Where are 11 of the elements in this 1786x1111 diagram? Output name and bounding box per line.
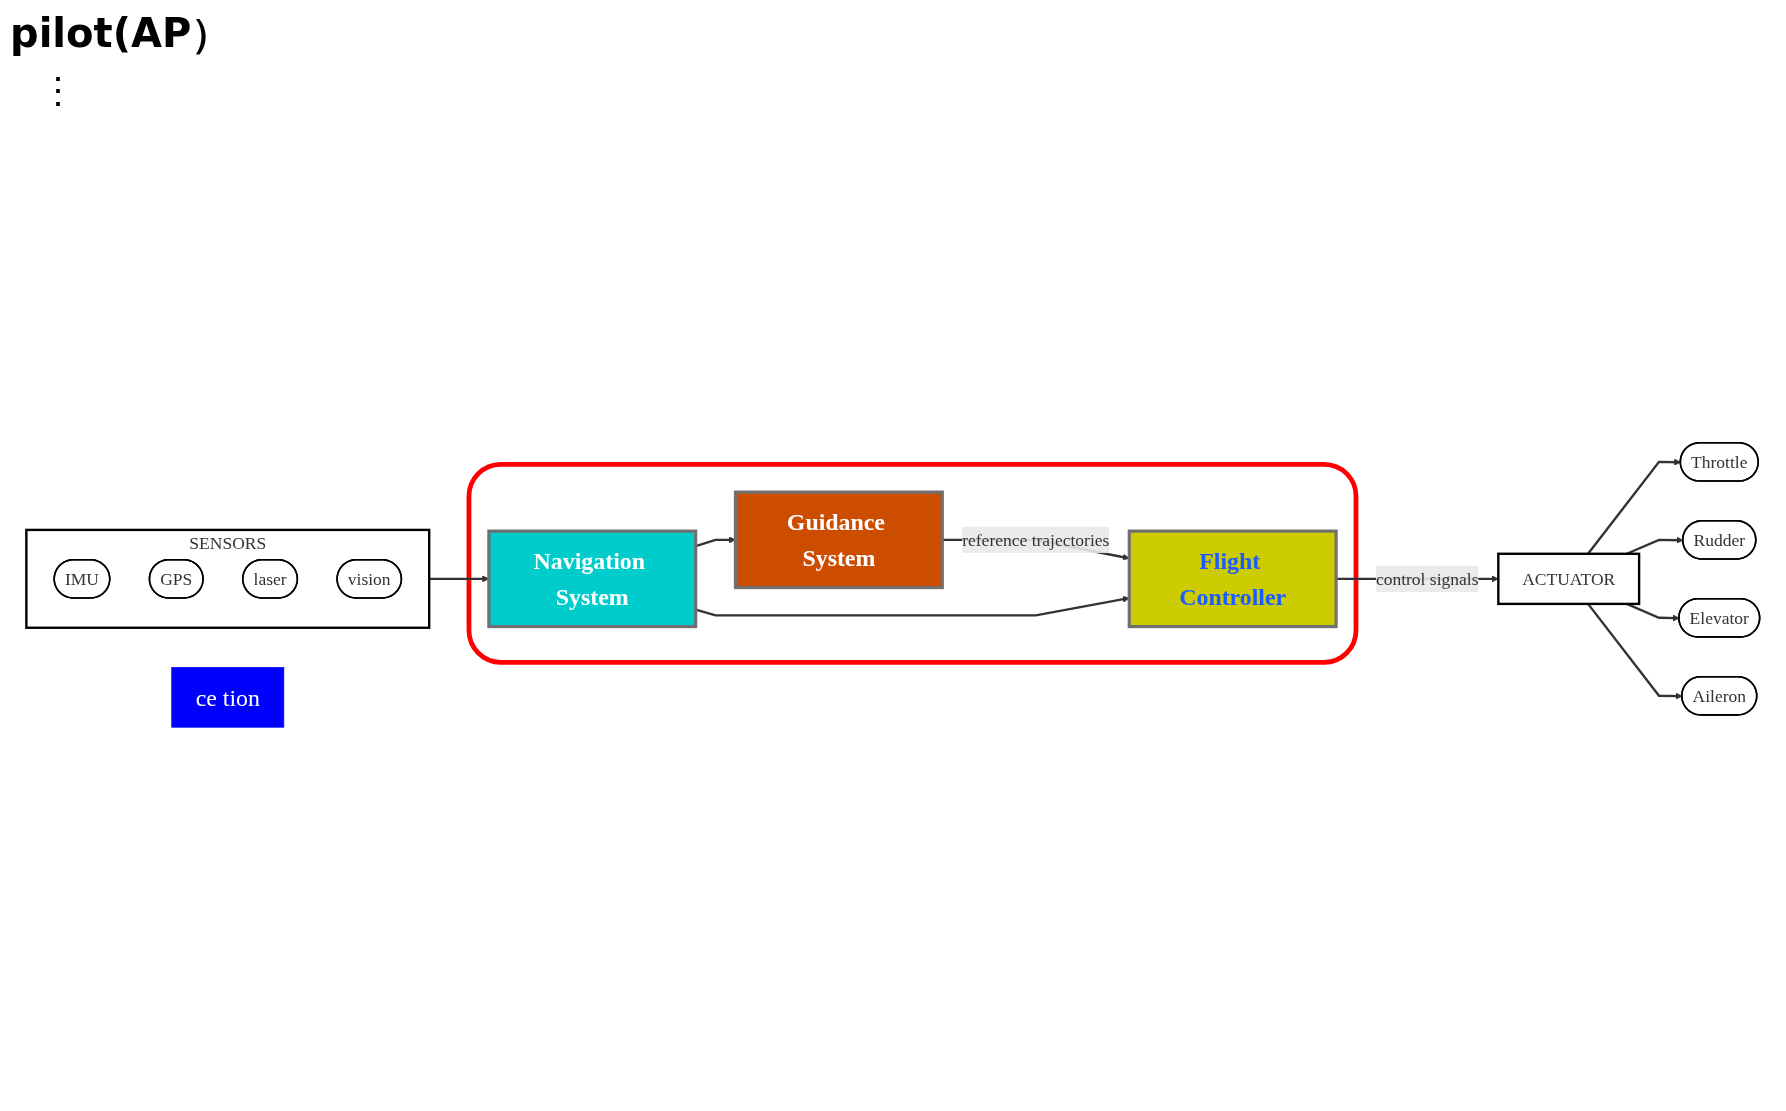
node-box: Flight Controller	[1127, 529, 1338, 629]
title: pilot(AP）	[10, 9, 232, 58]
ellipsis-mark: ⋮	[40, 70, 76, 112]
node-box: ce tion	[171, 667, 285, 728]
cluster	[466, 461, 1359, 665]
edge-label: reference trajectories	[962, 529, 1110, 550]
edge-label: control signals	[1375, 568, 1479, 589]
node-box: Guidance System	[733, 490, 944, 590]
arrow	[1587, 603, 1683, 700]
node-box: ACTUATOR	[1497, 552, 1641, 606]
node-box: Navigation System	[487, 529, 698, 629]
